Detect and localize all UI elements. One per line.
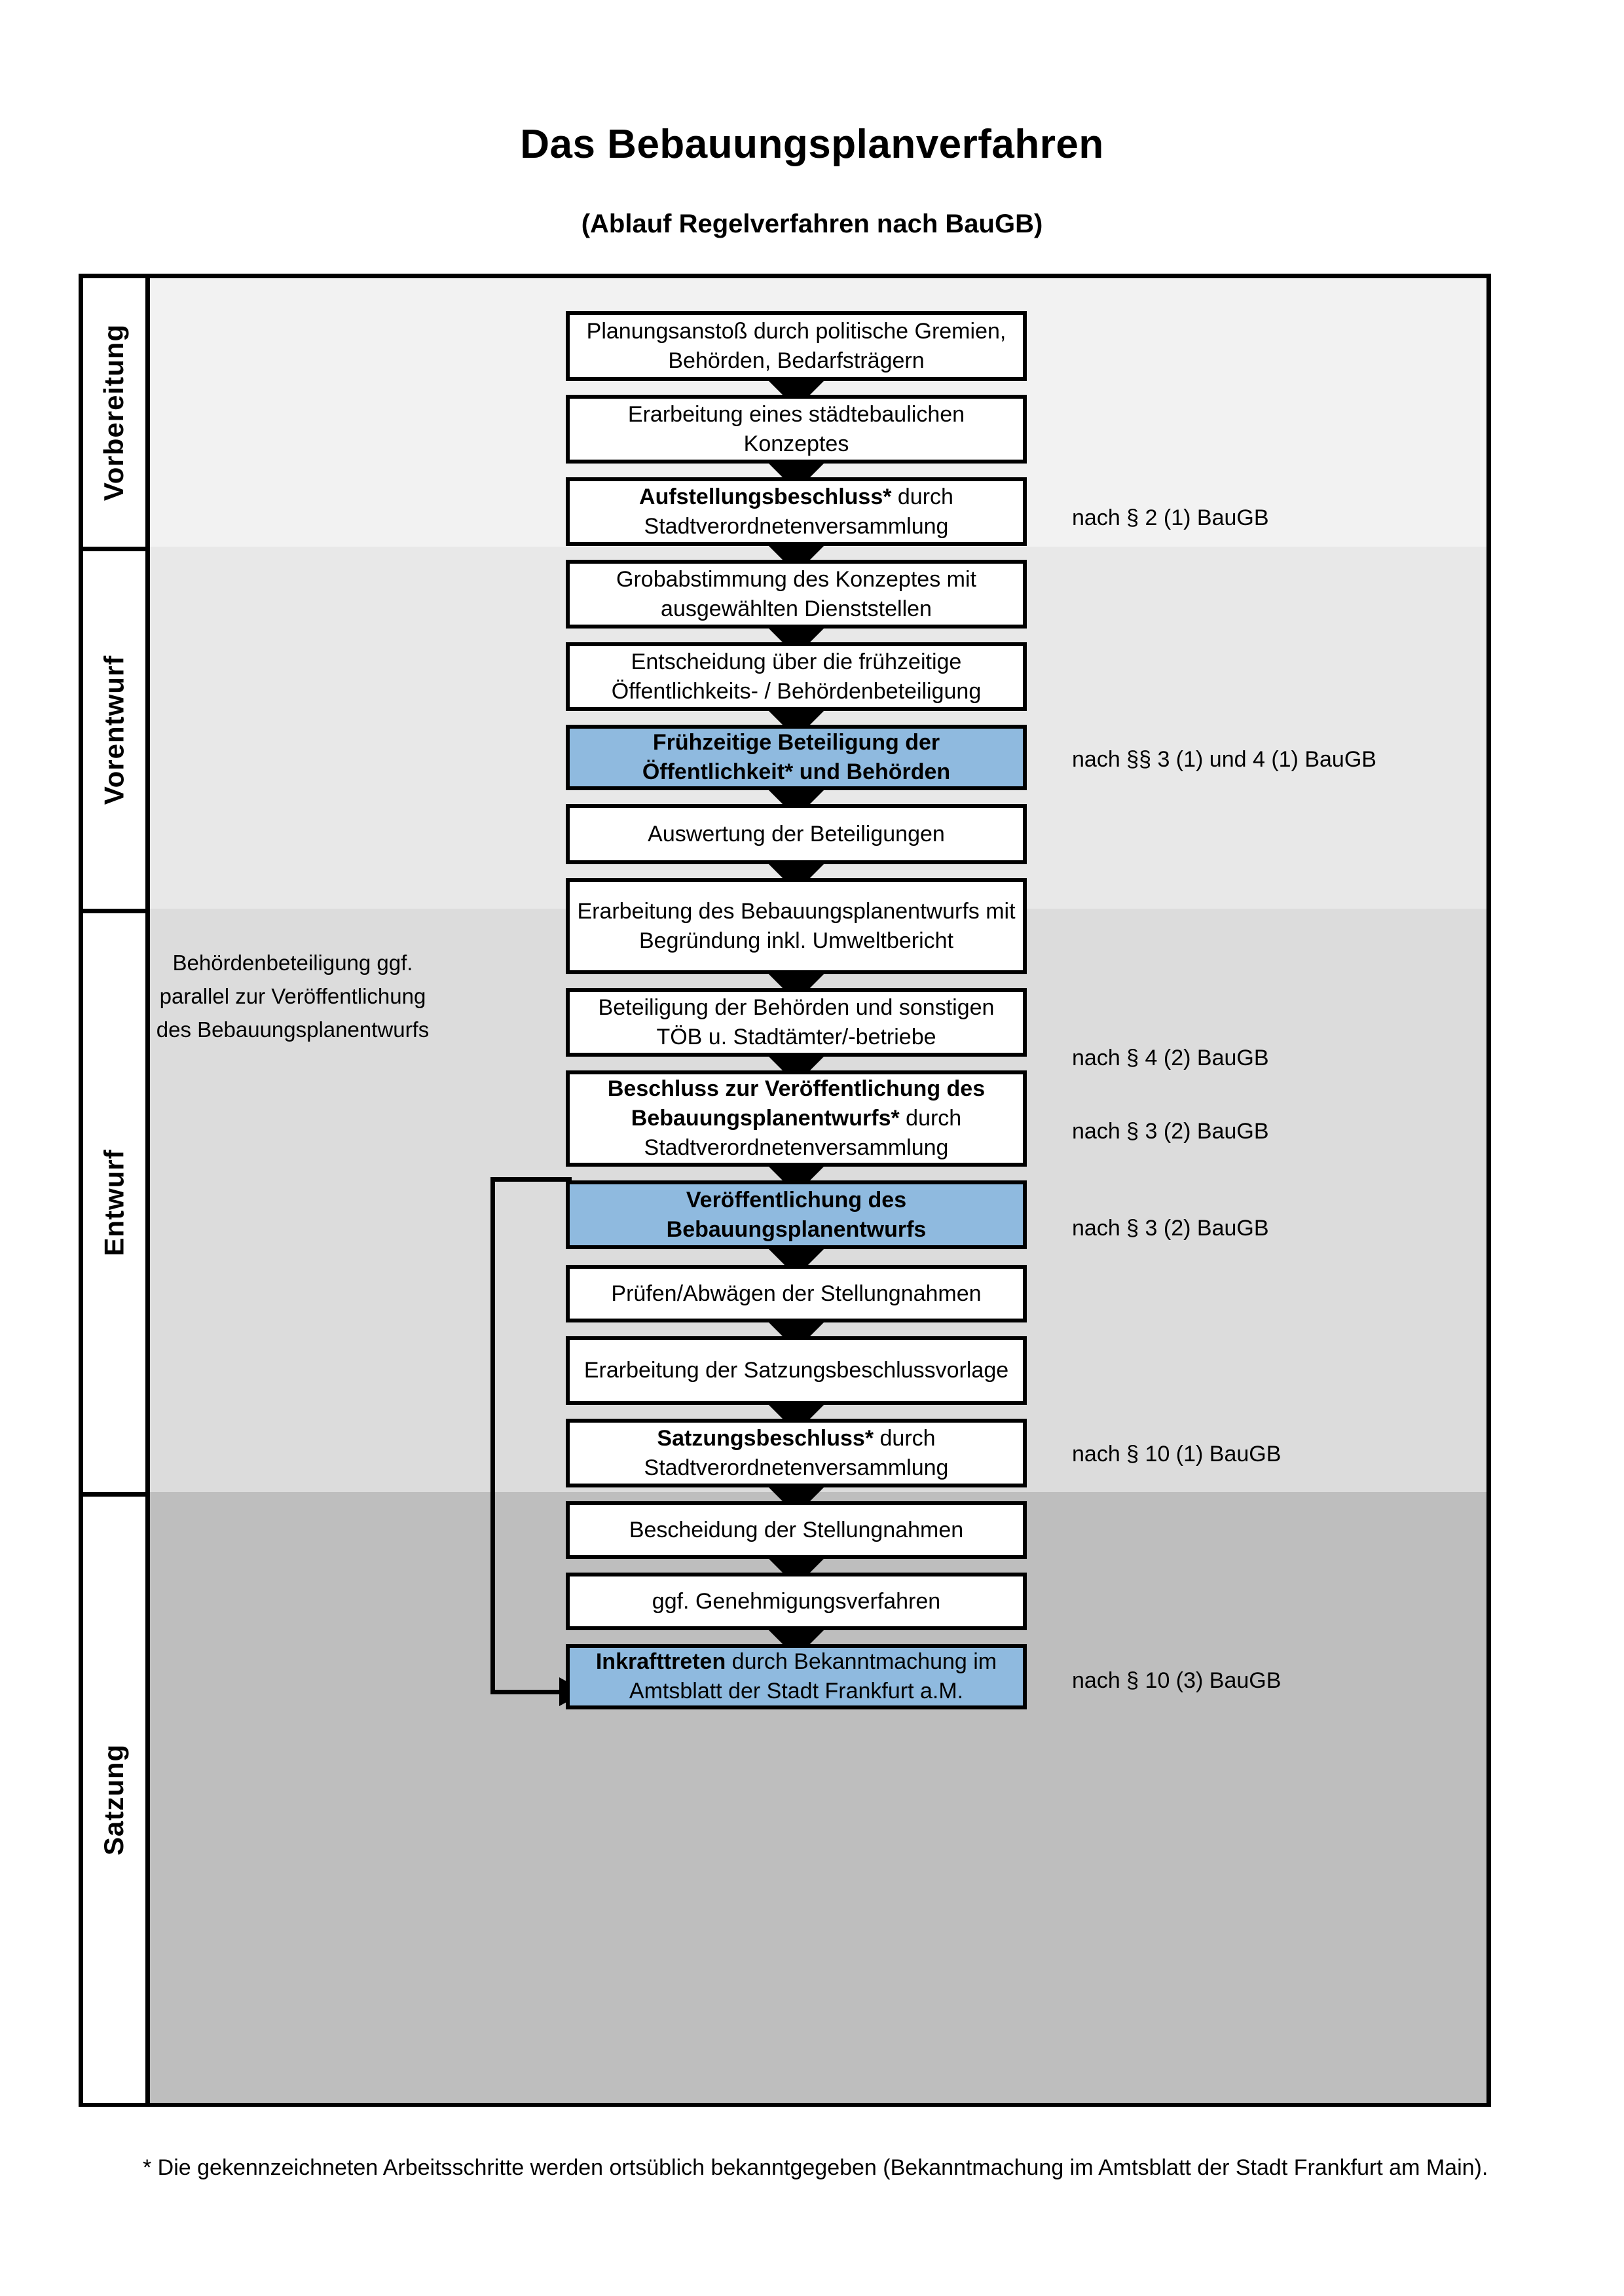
step-text: Beteiligung der Behörden und sonstigen T… bbox=[598, 994, 995, 1049]
legal-ref-inkrafttreten: nach § 10 (3) BauGB bbox=[1072, 1668, 1281, 1694]
step-box-genehmigungsverfahren[interactable]: ggf. Genehmigungsverfahren bbox=[566, 1573, 1027, 1630]
phase-cell-satzung: Satzung bbox=[83, 1492, 145, 2103]
feedback-connector-bottom bbox=[490, 1690, 561, 1694]
footnote: * Die gekennzeichneten Arbeitsschritte w… bbox=[143, 2151, 1498, 2185]
side-note-text: Behördenbeteiligung ggf. parallel zur Ve… bbox=[156, 951, 430, 1042]
step-rest: durch Bekanntmachung im Amtsblatt der St… bbox=[629, 1649, 997, 1704]
step-box-entscheidung-fruehzeitig[interactable]: Entscheidung über die frühzeitige Öffent… bbox=[566, 642, 1027, 711]
step-text: Auswertung der Beteiligungen bbox=[648, 821, 945, 847]
step-text: Bescheidung der Stellungnahmen bbox=[629, 1517, 964, 1542]
phase-label-satzung: Satzung bbox=[98, 1743, 130, 1856]
legal-ref-text: nach § 3 (2) BauGB bbox=[1072, 1119, 1269, 1144]
step-box-erarbeitung-satzungsvorlage[interactable]: Erarbeitung der Satzungsbeschlussvorlage bbox=[566, 1336, 1027, 1405]
step-box-erarbeitung-entwurf[interactable]: Erarbeitung des Bebauungsplanentwurfs mi… bbox=[566, 878, 1027, 974]
phase-cell-vorbereitung: Vorbereitung bbox=[83, 278, 145, 547]
legal-ref-beschluss-veroeffentlichung: nach § 3 (2) BauGB bbox=[1072, 1119, 1269, 1144]
legal-ref-satzungsbeschluss: nach § 10 (1) BauGB bbox=[1072, 1442, 1281, 1467]
step-text: Erarbeitung der Satzungsbeschlussvorlage bbox=[583, 1358, 1009, 1383]
step-box-aufstellungsbeschluss[interactable]: Aufstellungsbeschluss* durch Stadtverord… bbox=[566, 477, 1027, 546]
step-box-satzungsbeschluss[interactable]: Satzungsbeschluss* durch Stadtverordnete… bbox=[566, 1419, 1027, 1487]
step-box-beschluss-veroeffentlichung[interactable]: Beschluss zur Veröffentlichung des Bebau… bbox=[566, 1070, 1027, 1167]
side-note-behoerdenbeteiligung: Behördenbeteiligung ggf. parallel zur Ve… bbox=[155, 946, 430, 1046]
phase-label-vorbereitung: Vorbereitung bbox=[98, 323, 130, 501]
step-box-veroeffentlichung-entwurf[interactable]: Veröffentlichung des Bebauungsplanentwur… bbox=[566, 1180, 1027, 1249]
step-bold-prefix: Satzungsbeschluss* bbox=[657, 1425, 874, 1451]
phase-label-entwurf: Entwurf bbox=[98, 1149, 130, 1256]
step-bold-prefix: Aufstellungsbeschluss* bbox=[639, 484, 892, 509]
page-title: Das Bebauungsplanverfahren bbox=[520, 122, 1104, 167]
step-box-pruefen-abwaegen[interactable]: Prüfen/Abwägen der Stellungnahmen bbox=[566, 1265, 1027, 1322]
step-text: Erarbeitung des Bebauungsplanentwurfs mi… bbox=[577, 898, 1016, 953]
legal-ref-behoerdenbeteiligung: nach § 4 (2) BauGB bbox=[1072, 1046, 1269, 1071]
step-text: Aufstellungsbeschluss* durch Stadtverord… bbox=[576, 483, 1016, 541]
step-rest: durch Stadtverordnetenversammlung bbox=[644, 1425, 949, 1480]
step-bold-prefix: Inkrafttreten bbox=[595, 1649, 726, 1675]
legal-ref-text: nach § 10 (1) BauGB bbox=[1072, 1442, 1282, 1467]
feedback-connector-top bbox=[490, 1177, 572, 1182]
step-box-beteiligung-behoerden[interactable]: Beteiligung der Behörden und sonstigen T… bbox=[566, 988, 1027, 1057]
step-text: ggf. Genehmigungsverfahren bbox=[652, 1588, 941, 1614]
step-box-auswertung-beteiligungen[interactable]: Auswertung der Beteiligungen bbox=[566, 804, 1027, 864]
page-subtitle: (Ablauf Regelverfahren nach BauGB) bbox=[581, 210, 1043, 238]
step-text: Beschluss zur Veröffentlichung des Bebau… bbox=[576, 1074, 1016, 1163]
step-bold-prefix: Veröffentlichung des Bebauungsplanentwur… bbox=[666, 1187, 927, 1242]
legal-ref-veroeffentlichung: nach § 3 (2) BauGB bbox=[1072, 1216, 1269, 1241]
step-bold-prefix: Beschluss zur Veröffentlichung des Bebau… bbox=[607, 1076, 986, 1131]
step-box-inkrafttreten[interactable]: Inkrafttreten durch Bekanntmachung im Am… bbox=[566, 1644, 1027, 1709]
legal-ref-fruehzeitige-beteiligung: nach §§ 3 (1) und 4 (1) BauGB bbox=[1072, 747, 1376, 773]
step-box-grobabstimmung[interactable]: Grobabstimmung des Konzeptes mit ausgewä… bbox=[566, 560, 1027, 629]
step-text: Grobabstimmung des Konzeptes mit ausgewä… bbox=[616, 566, 976, 621]
phase-cell-vorentwurf: Vorentwurf bbox=[83, 547, 145, 909]
flowchart-frame: Vorbereitung Vorentwurf Entwurf Satzung … bbox=[79, 274, 1491, 2107]
phase-label-vorentwurf: Vorentwurf bbox=[98, 655, 130, 805]
legal-ref-text: nach § 3 (2) BauGB bbox=[1072, 1216, 1269, 1241]
legal-ref-text: nach § 4 (2) BauGB bbox=[1072, 1046, 1269, 1070]
step-box-planungsanstoss[interactable]: Planungsanstoß durch politische Gremien,… bbox=[566, 311, 1027, 381]
feedback-connector-vertical bbox=[490, 1177, 495, 1694]
phase-cell-entwurf: Entwurf bbox=[83, 909, 145, 1492]
step-rest: durch Stadtverordnetenversammlung bbox=[644, 1106, 962, 1160]
legal-ref-text: nach § 2 (1) BauGB bbox=[1072, 505, 1269, 530]
legal-ref-aufstellungsbeschluss: nach § 2 (1) BauGB bbox=[1072, 505, 1269, 531]
step-text: Satzungsbeschluss* durch Stadtverordnete… bbox=[576, 1424, 1016, 1483]
step-text: Planungsanstoß durch politische Gremien,… bbox=[586, 318, 1006, 373]
step-text: Inkrafttreten durch Bekanntmachung im Am… bbox=[576, 1647, 1016, 1706]
step-box-fruehzeitige-beteiligung[interactable]: Frühzeitige Beteiligung der Öffentlichke… bbox=[566, 725, 1027, 790]
step-bold-prefix: Frühzeitige Beteiligung der Öffentlichke… bbox=[642, 730, 951, 784]
legal-ref-text: nach § 10 (3) BauGB bbox=[1072, 1668, 1282, 1693]
step-text: Entscheidung über die frühzeitige Öffent… bbox=[611, 649, 982, 704]
step-text: Erarbeitung eines städtebaulichen Konzep… bbox=[627, 401, 965, 456]
phase-sidebar: Vorbereitung Vorentwurf Entwurf Satzung bbox=[83, 278, 150, 2103]
step-text: Prüfen/Abwägen der Stellungnahmen bbox=[611, 1281, 982, 1306]
legal-ref-text: nach §§ 3 (1) und 4 (1) BauGB bbox=[1072, 747, 1376, 772]
step-rest: durch Stadtverordnetenversammlung bbox=[644, 484, 953, 539]
step-box-bescheidung-stellungnahmen[interactable]: Bescheidung der Stellungnahmen bbox=[566, 1501, 1027, 1559]
step-box-staedtebaul-konzept[interactable]: Erarbeitung eines städtebaulichen Konzep… bbox=[566, 395, 1027, 464]
footnote-text: * Die gekennzeichneten Arbeitsschritte w… bbox=[143, 2155, 1488, 2180]
